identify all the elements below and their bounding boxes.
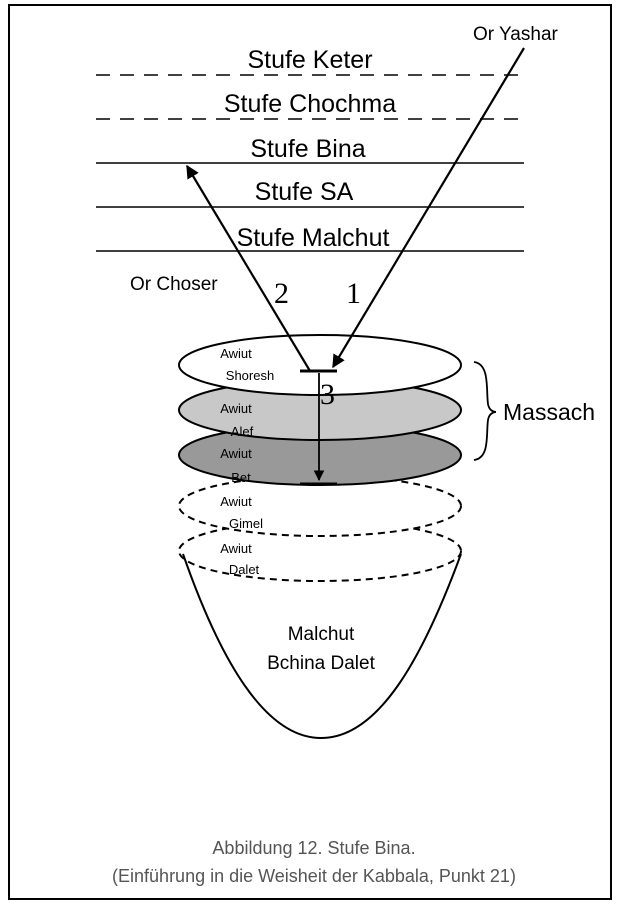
awiut-bet-label-bottom: Bet <box>231 470 251 485</box>
level-sa-label: Stufe SA <box>255 178 354 206</box>
or-choser-label: Or Choser <box>130 274 218 295</box>
ray-number-2: 2 <box>274 277 289 310</box>
vessel-label-bottom: Bchina Dalet <box>267 653 375 674</box>
ray-number-1: 1 <box>346 277 361 310</box>
vessel-label-top: Malchut <box>288 624 355 645</box>
level-keter-label: Stufe Keter <box>247 46 372 74</box>
awiut-alef-label-top: Awiut <box>220 401 252 416</box>
awiut-gimel-label-top: Awiut <box>220 494 252 509</box>
massach-label: Massach <box>503 399 595 425</box>
awiut-dalet-label-top: Awiut <box>220 541 252 556</box>
or-choser-arrow <box>186 164 311 372</box>
ray-number-3: 3 <box>320 378 335 411</box>
awiut-bet-label-top: Awiut <box>220 446 252 461</box>
awiut-shoresh-label-top: Awiut <box>220 346 252 361</box>
level-malchut-label: Stufe Malchut <box>237 224 390 252</box>
awiut-alef-label-bottom: Alef <box>231 424 254 439</box>
awiut-shoresh-disk <box>178 334 462 396</box>
figure-border <box>8 4 612 900</box>
awiut-dalet-label-bottom: Dalet <box>229 562 260 577</box>
malchut-vessel <box>182 553 462 740</box>
caption-line-2: (Einführung in die Weisheit der Kabbala,… <box>112 866 516 886</box>
level-bina-label: Stufe Bina <box>250 135 365 163</box>
or-yashar-arrow <box>332 47 525 369</box>
awiut-shoresh-label-bottom: Shoresh <box>226 368 274 383</box>
or-yashar-label: Or Yashar <box>473 24 559 45</box>
awiut-gimel-label-bottom: Gimel <box>229 516 263 531</box>
massach-brace <box>473 361 497 461</box>
caption-line-1: Abbildung 12. Stufe Bina. <box>212 838 415 858</box>
level-chochma-label: Stufe Chochma <box>224 90 396 118</box>
